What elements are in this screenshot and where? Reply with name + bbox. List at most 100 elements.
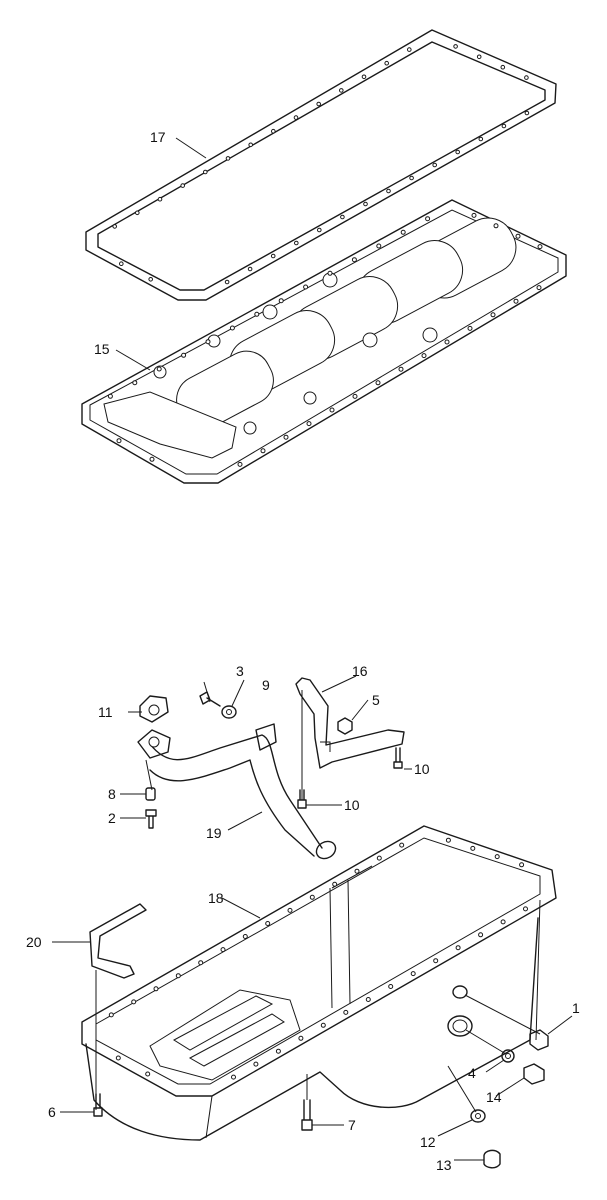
bolt-hole [432,162,438,168]
bolt-hole [225,156,231,161]
plug-1 [529,1029,549,1051]
bolt-hole [478,136,484,142]
bolt-hole [444,339,450,345]
bolt-hole [203,169,208,175]
bolt-hole [524,75,529,80]
bolt-hole [303,284,309,290]
label-11: 11 [98,704,113,720]
bolt-hole [363,201,368,207]
bolt-hole [467,325,473,331]
bolt-hole [157,196,163,202]
leader-lines [52,137,573,1161]
bolt-hole [115,1055,121,1061]
bolt-hole [365,997,371,1002]
label-4: 4 [468,1065,476,1081]
bolt-hole [398,366,404,372]
label-3: 3 [236,663,244,679]
label-15: 15 [94,341,110,357]
bolt-hole [354,868,360,874]
bolt-hole [156,366,162,372]
bolt-hole [253,1061,259,1067]
bolt-hole [278,298,284,304]
bolt-hole [433,958,439,964]
bolt-hole [181,352,187,358]
bolt-hole [224,279,230,285]
bolt-hole [153,986,159,992]
bolt-hole [376,243,382,249]
bolt-hole [476,54,482,60]
bolt-hole [119,261,124,267]
bolt-hole [376,855,382,861]
bolt-hole [386,188,391,194]
bolt-7 [301,1074,313,1131]
bolt-hole [352,393,358,399]
label-20: 20 [26,934,42,950]
bushing-8 [145,787,156,801]
flange-gasket-11 [139,695,169,723]
bolt-hole [500,64,506,70]
washer-4 [501,1049,515,1063]
washer-12 [470,1109,486,1123]
bolt-hole [180,183,185,188]
bolt-hole [536,285,542,291]
bolt-hole [306,421,312,427]
bolt-hole [513,298,519,304]
label-19: 19 [206,825,222,841]
label-10-upper: 10 [414,761,430,777]
gasket-17 [85,29,557,301]
bolt-hole [271,128,276,134]
bolt-hole [493,223,499,229]
label-18: 18 [208,890,224,906]
bolt-hole [351,257,357,263]
bolt-hole [265,921,271,926]
label-6: 6 [48,1104,56,1120]
bolt-hole [320,1022,326,1028]
bolt-hole [410,971,416,977]
label-2: 2 [108,810,116,826]
label-14: 14 [486,1089,502,1105]
label-10-lower: 10 [344,797,360,813]
bolt-hole [198,960,204,966]
bolt-hole [317,227,322,233]
callout-labels: 17 15 11 3 9 16 5 10 10 8 2 19 18 20 6 7… [26,129,580,1173]
bolt-hole [148,277,153,282]
bolt-hole [205,339,211,345]
gasket-15 [81,199,567,484]
bracket-16 [295,677,405,800]
bolt-hole [407,47,412,52]
bolt-hole [229,325,235,331]
bolt-hole [254,311,260,317]
bolt-hole [471,212,477,218]
bolt-hole [515,233,521,239]
bolt-hole [175,973,181,979]
bolt-hole [500,919,506,925]
bolt-hole [316,101,322,107]
bolt-hole [270,253,276,259]
bolt-hole [275,1048,281,1054]
bolt-hole [116,438,122,444]
bolt-hole [131,999,137,1005]
bolt-hole [220,947,226,953]
bolt-hole [247,266,253,272]
bolt-hole [455,945,461,951]
label-5: 5 [372,692,380,708]
bolt-hole [399,842,405,848]
bolt-hole [340,214,345,220]
bolt-hole [537,244,543,250]
bolt-hole [455,149,461,155]
washer-9 [221,705,237,719]
bolt-hole [409,175,414,181]
bolt-10-upper [393,747,403,769]
bolt-hole [107,393,113,399]
bolt-hole [339,88,344,93]
bolt-hole [343,1009,349,1015]
nut-5 [337,717,353,735]
bolt-hole [108,1012,114,1018]
bolt-hole [519,862,525,868]
bolt-hole [478,932,484,938]
bolt-hole [135,210,140,216]
bolt-6 [93,1093,103,1117]
bolt-hole [327,270,333,276]
